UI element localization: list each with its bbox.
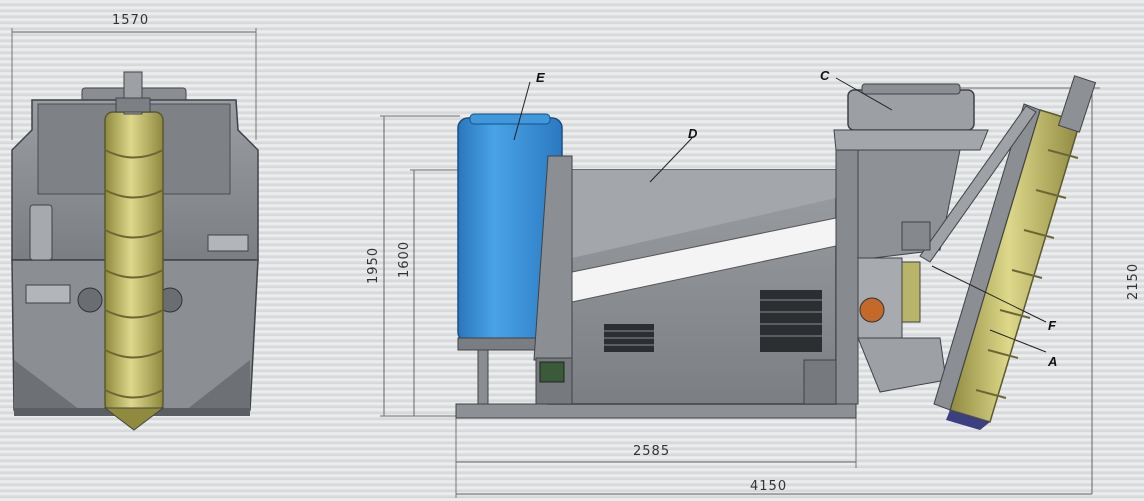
callout-e: E bbox=[536, 70, 545, 85]
callout-f: F bbox=[1048, 318, 1057, 333]
dimension-1950: 1950 bbox=[366, 247, 381, 284]
dimension-1600: 1600 bbox=[397, 241, 412, 278]
dimension-front-width: 1570 bbox=[112, 13, 149, 28]
callout-c: C bbox=[820, 68, 830, 83]
side-view: 1950 1600 2150 2585 4150 bbox=[366, 68, 1141, 498]
callout-d: D bbox=[688, 126, 698, 141]
dimension-4150: 4150 bbox=[750, 479, 787, 494]
front-view: 1570 bbox=[11, 13, 259, 431]
dimension-2150: 2150 bbox=[1126, 263, 1141, 300]
dimension-2585: 2585 bbox=[633, 444, 670, 459]
callout-a: A bbox=[1047, 354, 1057, 369]
